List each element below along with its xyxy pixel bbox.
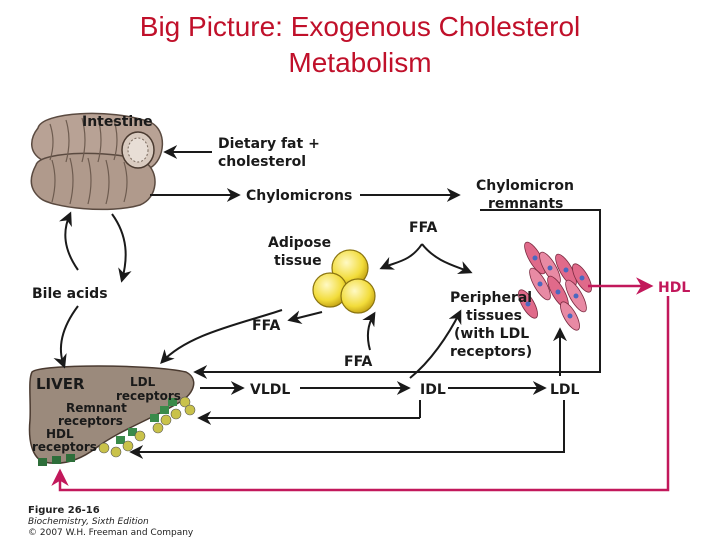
intestine-illustration [30,112,164,211]
label-peripheral-line-3: (with LDL [454,326,529,342]
label-chylomicrons: Chylomicrons [246,188,352,204]
arrow-intestine-to-bileacids [111,213,132,283]
label-vldl: VLDL [250,382,290,398]
label-remnant-receptors-line-2: receptors [58,414,123,428]
label-peripheral-line-4: receptors) [450,344,532,360]
arrow-ldl-to-liver [129,400,565,459]
label-idl: IDL [420,382,446,398]
label-hdl-receptors-line-1: HDL [46,427,74,441]
arrow-ffa-to-adipose-up [362,311,376,351]
peripheral-cells-illustration [518,241,592,331]
label-ldl-receptors-line-1: LDL [130,375,156,389]
caption-figure: Figure 26-16 [28,505,100,516]
arrow-ffa-to-adipose [379,243,423,270]
label-liver: LIVER [36,375,85,393]
hdl-path [51,277,670,492]
label-remnant-receptors-line-1: Remnant [66,401,127,415]
caption-book: Biochemistry, Sixth Edition [28,517,149,527]
label-bile-acids: Bile acids [32,286,108,302]
arrow-hdl-to-liver [51,296,670,492]
label-dietary-line-1: Dietary fat + [218,136,320,152]
liver-illustration [28,365,195,464]
arrow-bileacids-to-intestine [59,211,79,271]
flow-arrows [53,145,601,459]
arrow-ffa-to-liver [160,309,283,365]
label-adipose-line-1: Adipose [268,235,331,251]
arrow-adipose-to-ffa [287,310,323,325]
label-peripheral-line-2: tissues [466,308,522,324]
label-remnants-line-1: Chylomicron [476,178,574,194]
arrow-liver-bileacids-up [53,305,79,369]
label-peripheral-line-1: Peripheral [450,290,532,306]
label-ffa-mid: FFA [344,354,373,370]
label-ldl: LDL [550,382,580,398]
label-dietary-line-2: cholesterol [218,154,306,170]
label-ldl-receptors-line-2: receptors [116,389,181,403]
label-hdl: HDL [658,280,690,296]
slide-title-line-1: Big Picture: Exogenous Cholesterol [139,11,581,42]
arrow-idl-to-peripheral [409,309,462,379]
arrow-remnants-to-liver [193,209,601,379]
label-intestine: Intestine [82,114,153,130]
label-ffa-left: FFA [252,318,281,334]
label-ffa-top: FFA [409,220,438,236]
adipose-illustration [312,249,376,314]
label-hdl-receptors-line-2: receptors [32,440,97,454]
label-remnants-line-2: remnants [488,196,563,212]
slide-title-line-2: Metabolism [288,47,432,78]
arrow-ffa-to-peripheral [421,243,473,275]
caption-copyright: © 2007 W.H. Freeman and Company [28,528,194,538]
liver-receptors [38,396,196,466]
label-adipose-line-2: tissue [274,253,322,269]
